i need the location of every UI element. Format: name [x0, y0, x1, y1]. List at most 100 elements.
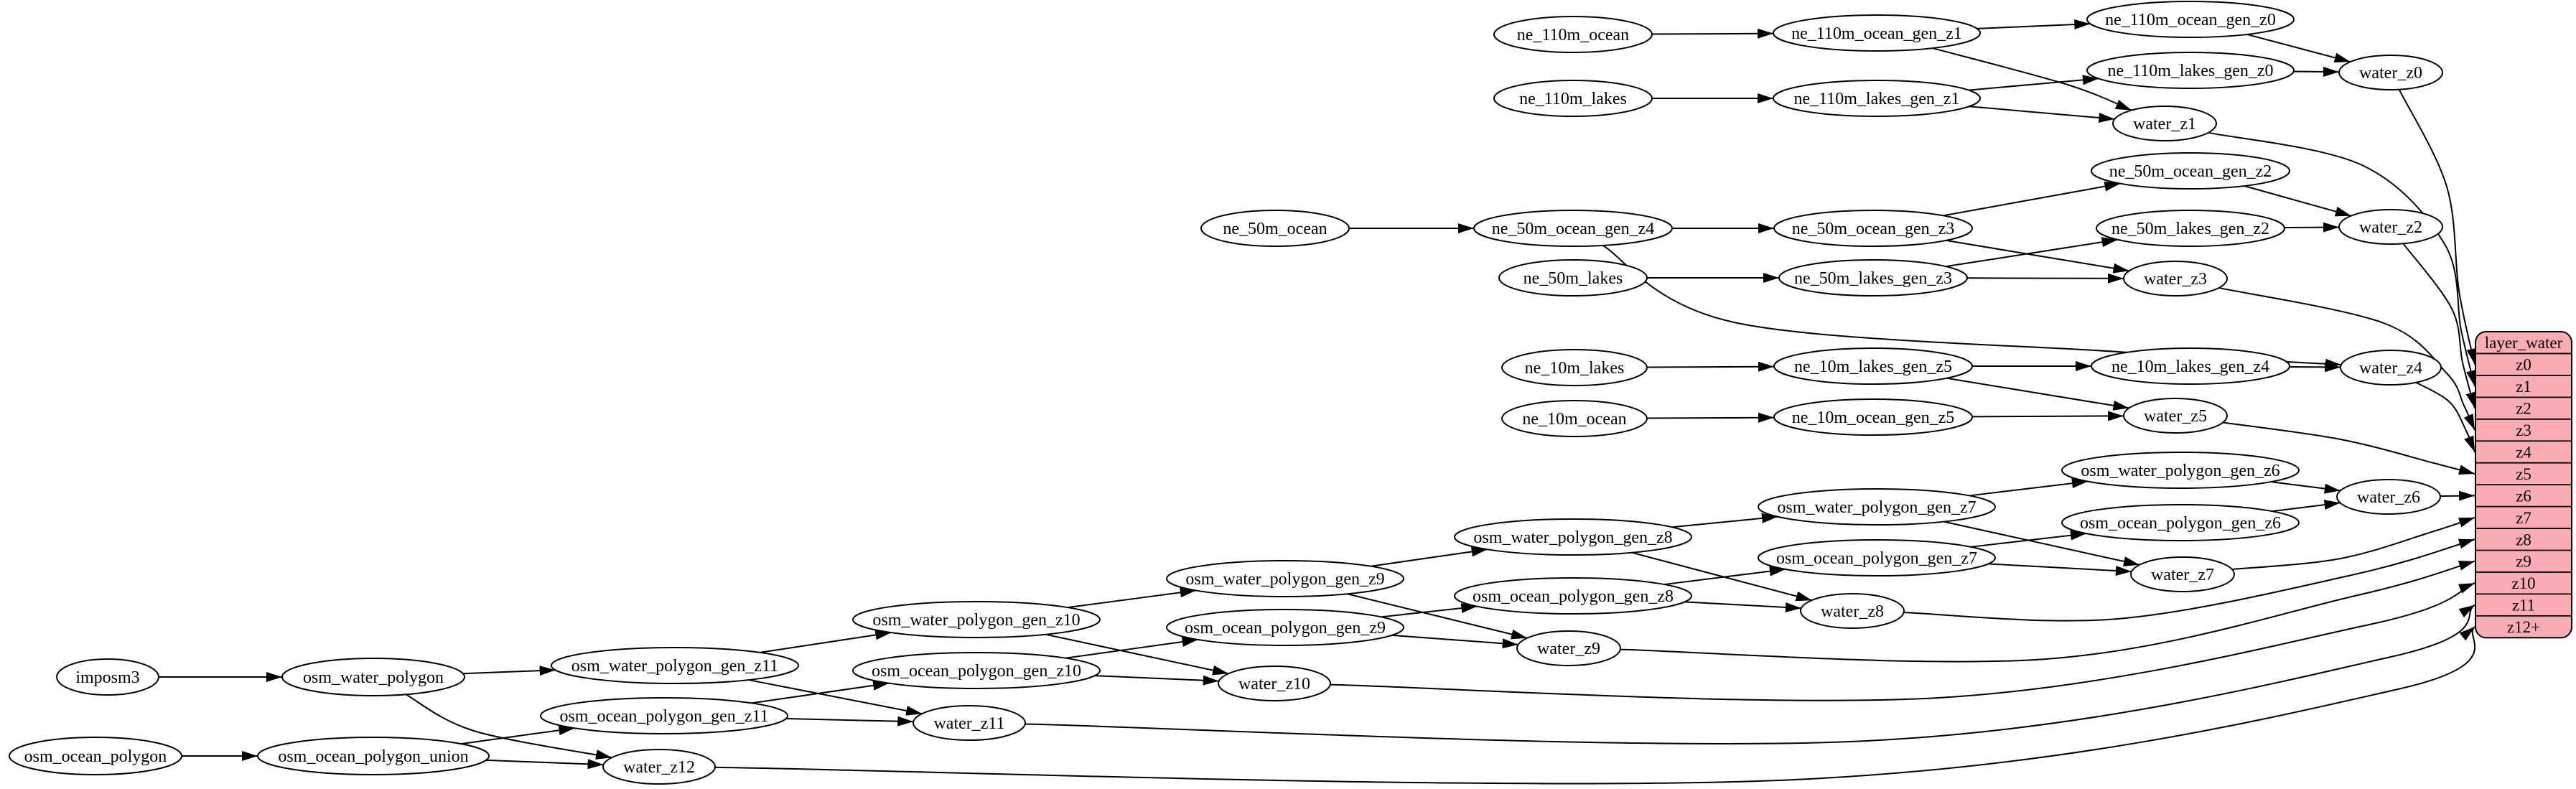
- node-ne_10m_lakes_gen_z5: ne_10m_lakes_gen_z5: [1773, 347, 1973, 385]
- edge-osm_ocean_polygon_gen_z9-to-osm_ocean_polygon_gen_z8: [1381, 603, 1478, 618]
- edge-osm_ocean_polygon_gen_z11-to-water_z11: [785, 716, 914, 727]
- node-ne_50m_ocean_gen_z2: ne_50m_ocean_gen_z2: [2091, 152, 2290, 190]
- edge-water_z10-to-layer_water-z10: [1330, 582, 2475, 701]
- node-shape-ne_110m_lakes_gen_z0: [2086, 52, 2295, 89]
- node-shape-ne_110m_lakes: [1493, 80, 1653, 117]
- edge-ne_110m_lakes_gen_z1-to-ne_110m_lakes_gen_z0: [1968, 75, 2099, 91]
- node-ne_50m_lakes_gen_z2: ne_50m_lakes_gen_z2: [2096, 210, 2285, 247]
- node-ne_10m_lakes: ne_10m_lakes: [1501, 349, 1648, 386]
- node-label-osm_ocean_polygon_gen_z6: osm_ocean_polygon_gen_z6: [2080, 514, 2281, 533]
- record-row-z5: z5: [2516, 465, 2531, 483]
- node-shape-osm_water_polygon_gen_z7: [1758, 488, 1996, 526]
- record-row-z9: z9: [2516, 553, 2531, 571]
- edge-osm_water_polygon_gen_z7-to-water_z7: [1943, 520, 2140, 566]
- record-row-z10: z10: [2511, 574, 2535, 592]
- node-shape-water_z0: [2338, 55, 2443, 90]
- node-shape-ne_50m_ocean_gen_z4: [1473, 210, 1673, 247]
- edge-osm_ocean_polygon_union-to-water_z12: [485, 759, 604, 770]
- node-shape-osm_water_polygon_gen_z6: [2061, 452, 2300, 489]
- record-row-z8: z8: [2516, 531, 2531, 548]
- node-shape-osm_water_polygon: [281, 658, 465, 696]
- node-label-ne_50m_lakes_gen_z3: ne_50m_lakes_gen_z3: [1794, 269, 1952, 288]
- edge-ne_110m_lakes_gen_z0-to-water_z0: [2293, 66, 2340, 77]
- record-title: layer_water: [2485, 334, 2563, 352]
- node-osm_ocean_polygon_gen_z8: osm_ocean_polygon_gen_z8: [1454, 577, 1692, 615]
- record-row-z3: z3: [2516, 421, 2531, 439]
- edge-osm_water_polygon_gen_z9-to-water_z9: [1347, 593, 1528, 640]
- node-label-ne_110m_ocean: ne_110m_ocean: [1517, 26, 1629, 45]
- node-shape-osm_water_polygon_gen_z9: [1166, 560, 1404, 597]
- edge-osm_ocean_polygon_gen_z10-to-water_z10: [1094, 675, 1219, 686]
- edge-osm_water_polygon_gen_z10-to-osm_water_polygon_gen_z9: [1067, 587, 1196, 609]
- node-label-water_z8: water_z8: [1821, 602, 1884, 621]
- node-shape-water_z12: [602, 749, 716, 785]
- node-label-water_z4: water_z4: [2359, 359, 2422, 378]
- node-label-ne_50m_lakes: ne_50m_lakes: [1523, 269, 1623, 288]
- edge-ne_110m_lakes_gen_z1-to-water_z1: [1969, 106, 2115, 123]
- node-shape-osm_ocean_polygon: [9, 737, 182, 775]
- edge-osm_ocean_polygon_gen_z8-to-osm_ocean_polygon_gen_z7: [1664, 566, 1786, 586]
- record-row-z11: z11: [2512, 597, 2535, 615]
- node-label-ne_50m_ocean_gen_z4: ne_50m_ocean_gen_z4: [1492, 220, 1655, 238]
- node-water_z11: water_z11: [913, 705, 1026, 741]
- node-ne_10m_ocean: ne_10m_ocean: [1501, 400, 1648, 437]
- node-label-osm_ocean_polygon_gen_z9: osm_ocean_polygon_gen_z9: [1185, 619, 1386, 638]
- node-ne_110m_lakes_gen_z1: ne_110m_lakes_gen_z1: [1773, 80, 1981, 117]
- node-water_z8: water_z8: [1800, 593, 1905, 629]
- node-shape-water_z3: [2123, 261, 2228, 297]
- node-shape-water_z4: [2340, 350, 2442, 386]
- node-shape-water_z7: [2130, 556, 2235, 592]
- node-shape-water_z1: [2112, 106, 2217, 141]
- node-ne_110m_ocean: ne_110m_ocean: [1493, 16, 1653, 53]
- node-shape-osm_ocean_polygon_union: [257, 737, 490, 775]
- node-water_z10: water_z10: [1218, 666, 1331, 701]
- node-shape-ne_10m_lakes_gen_z4: [2091, 347, 2290, 385]
- node-shape-water_z11: [913, 705, 1026, 741]
- node-shape-water_z8: [1800, 593, 1905, 629]
- node-shape-water_z5: [2123, 398, 2228, 434]
- node-shape-ne_10m_lakes_gen_z5: [1773, 347, 1973, 385]
- edge-water_z2-to-layer_water-z2: [2402, 243, 2476, 408]
- node-shape-ne_110m_ocean: [1493, 16, 1653, 53]
- node-shape-osm_water_polygon_gen_z10: [852, 601, 1101, 638]
- edge-water_z12-to-layer_water-z12+: [714, 626, 2476, 785]
- node-label-ne_110m_ocean_gen_z0: ne_110m_ocean_gen_z0: [2105, 11, 2276, 29]
- node-label-water_z12: water_z12: [623, 758, 695, 777]
- edge-ne_50m_ocean_gen_z2-to-water_z2: [2244, 185, 2352, 217]
- node-label-ne_110m_lakes: ne_110m_lakes: [1519, 90, 1627, 108]
- edge-water_z11-to-layer_water-z11: [1025, 604, 2475, 744]
- node-label-ne_50m_ocean_gen_z2: ne_50m_ocean_gen_z2: [2109, 162, 2272, 181]
- edge-ne_110m_ocean_gen_z1-to-ne_110m_ocean_gen_z0: [1977, 19, 2091, 30]
- node-osm_water_polygon: osm_water_polygon: [281, 658, 465, 696]
- node-ne_50m_ocean: ne_50m_ocean: [1200, 210, 1350, 247]
- node-shape-ne_50m_lakes_gen_z2: [2096, 210, 2285, 247]
- edge-ne_110m_ocean_gen_z0-to-water_z0: [2246, 33, 2351, 63]
- node-shape-water_z6: [2336, 479, 2441, 515]
- edge-osm_ocean_polygon_gen_z8-to-water_z8: [1684, 601, 1801, 612]
- node-label-osm_ocean_polygon_gen_z11: osm_ocean_polygon_gen_z11: [559, 707, 768, 726]
- node-label-water_z2: water_z2: [2359, 218, 2422, 237]
- edge-osm_water_polygon_gen_z8-to-water_z8: [1631, 551, 1812, 602]
- table-layer_water: layer_waterz0z1z2z3z4z5z6z7z8z9z10z11z12…: [2475, 331, 2572, 639]
- edge-ne_10m_lakes_gen_z5-to-water_z5: [1946, 377, 2129, 411]
- node-water_z7: water_z7: [2130, 556, 2235, 592]
- node-label-ne_110m_lakes_gen_z1: ne_110m_lakes_gen_z1: [1793, 90, 1959, 108]
- node-water_z4: water_z4: [2340, 350, 2442, 386]
- node-osm_water_polygon_gen_z9: osm_water_polygon_gen_z9: [1166, 560, 1404, 597]
- node-label-ne_110m_ocean_gen_z1: ne_110m_ocean_gen_z1: [1791, 24, 1962, 43]
- edge-ne_50m_ocean_gen_z3-to-ne_50m_ocean_gen_z2: [1943, 181, 2121, 217]
- node-label-osm_water_polygon_gen_z11: osm_water_polygon_gen_z11: [571, 657, 778, 676]
- node-water_z1: water_z1: [2112, 106, 2217, 141]
- node-osm_ocean_polygon: osm_ocean_polygon: [9, 737, 182, 775]
- node-shape-ne_10m_ocean_gen_z5: [1773, 398, 1973, 436]
- node-shape-osm_ocean_polygon_gen_z7: [1758, 539, 1996, 576]
- edge-ne_10m_lakes-to-ne_10m_lakes_gen_z5: [1646, 361, 1775, 372]
- edge-ne_10m_ocean-to-ne_10m_ocean_gen_z5: [1646, 412, 1775, 423]
- edge-osm_water_polygon_gen_z11-to-osm_water_polygon_gen_z10: [760, 630, 892, 653]
- node-shape-ne_10m_lakes: [1501, 349, 1648, 386]
- edge-water_z4-to-layer_water-z4: [2415, 381, 2475, 452]
- node-ne_110m_lakes: ne_110m_lakes: [1493, 80, 1653, 117]
- node-shape-osm_ocean_polygon_gen_z9: [1166, 609, 1404, 646]
